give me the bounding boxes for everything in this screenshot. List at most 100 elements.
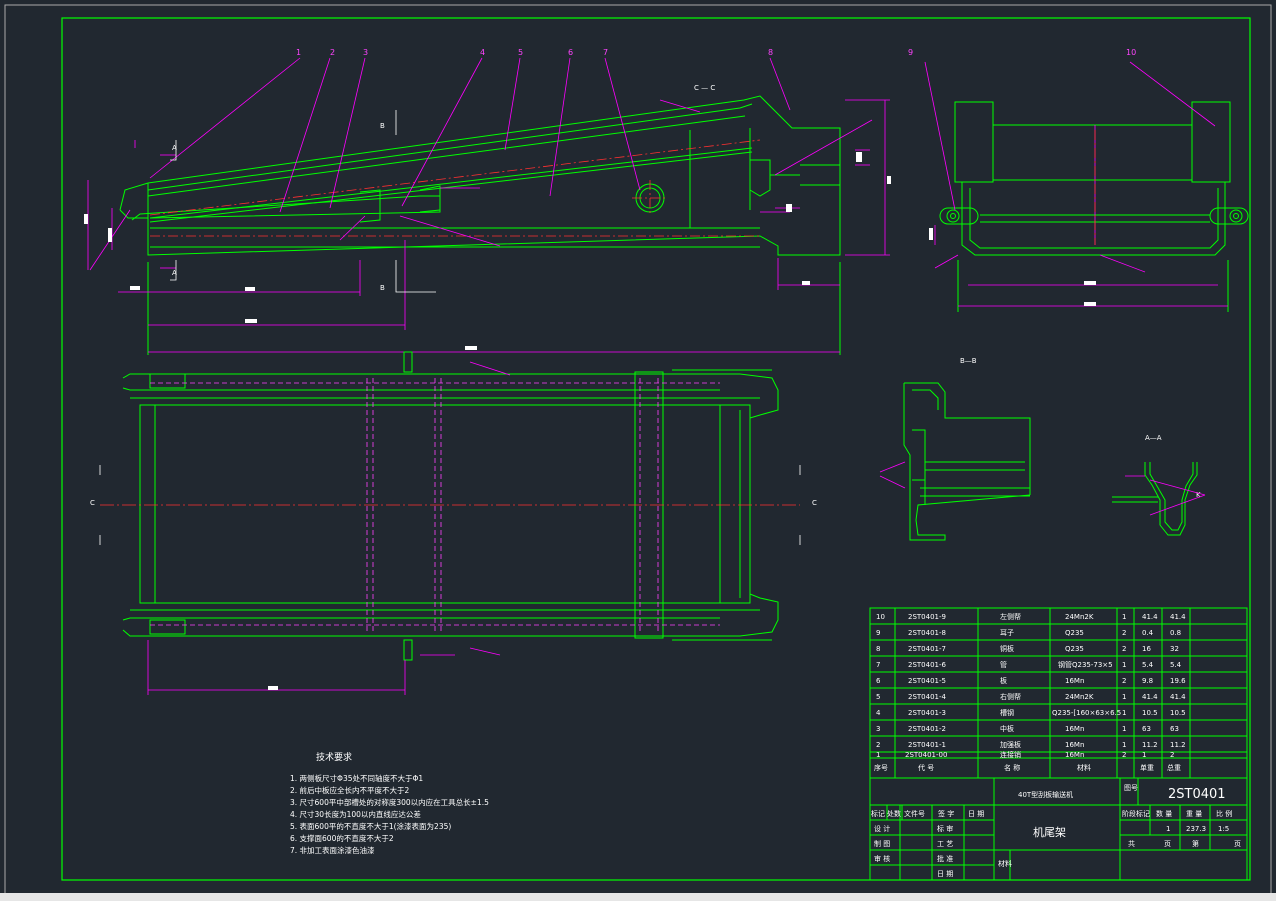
table-row: 1 2ST0401-00 连接销 16Mn 2 1 2 xyxy=(876,750,1174,759)
cell-unit: 10.5 xyxy=(1142,709,1158,717)
sheet-label: 页 xyxy=(1164,840,1171,848)
cell-code: 2ST0401-8 xyxy=(908,629,946,637)
section-bb xyxy=(903,382,1031,541)
tech-req-line-5: 5. 表面600平的不直度不大于1(涂漆表面为235) xyxy=(290,821,451,831)
hdr-material: 材料 xyxy=(1077,763,1091,772)
scale-value: 1:5 xyxy=(1218,825,1229,833)
drawing-no: 2ST0401 xyxy=(1168,787,1226,802)
drawing-frame xyxy=(61,17,1251,881)
section-bb-dims xyxy=(879,461,906,489)
cell-material: 钢管Q235-73×5 xyxy=(1058,660,1113,669)
side-view-centerlines xyxy=(149,139,761,237)
sheet-outer-border xyxy=(4,4,1272,896)
cell-name: 右侧帮 xyxy=(1000,692,1021,701)
cell-material: 16Mn xyxy=(1065,741,1084,749)
view-mark-c-right: C xyxy=(812,499,817,507)
tech-req-line-4: 4. 尺寸30长度为100以内直线应达公差 xyxy=(290,809,421,819)
cell-qty: 2 xyxy=(1122,645,1126,653)
title-block: 40T型刮板输送机 图号 2ST0401 机尾架 阶段标记 数 量 重 量 比 … xyxy=(871,784,1241,878)
cell-material: Q235 xyxy=(1065,645,1084,653)
cell-name: 槽钢 xyxy=(1000,708,1014,717)
view-mark-b-bottom: B xyxy=(380,284,385,292)
tech-req-line-3: 3. 尺寸600平中部槽处的对称度300以内应在工具总长±1.5 xyxy=(290,797,489,807)
role-draw: 制 图 xyxy=(874,839,890,848)
hdr-code: 代 号 xyxy=(918,763,934,772)
plan-dim-label xyxy=(268,686,278,690)
plan-view xyxy=(122,351,779,661)
role-process: 工 艺 xyxy=(937,840,953,848)
cell-code: 2ST0401-7 xyxy=(908,645,946,653)
cell-unit: 1 xyxy=(1142,751,1146,759)
callout-1: 1 xyxy=(296,48,301,57)
cell-no: 4 xyxy=(876,709,881,717)
side-view-dimensions xyxy=(87,57,890,353)
parts-table-header: 序号 代 号 名 称 材料 单重 总重 xyxy=(874,763,1181,772)
callout-8: 8 xyxy=(768,48,773,57)
section-label-aa: A—A xyxy=(1145,434,1162,442)
role-approve: 批 准 xyxy=(937,854,953,863)
role-check: 审 核 xyxy=(874,854,890,863)
cell-total: 0.8 xyxy=(1170,629,1181,637)
dim-labels-side xyxy=(84,152,891,350)
callout-3: 3 xyxy=(363,48,368,57)
qty-value: 1 xyxy=(1166,825,1170,833)
table-row: 6 2ST0401-5 板 16Mn 2 9.8 19.6 xyxy=(876,676,1186,685)
cell-no: 9 xyxy=(876,629,880,637)
rev-col-mark: 标记 xyxy=(871,809,885,818)
end-view-dims xyxy=(924,61,1228,307)
cell-unit: 41.4 xyxy=(1142,613,1158,621)
cell-qty: 2 xyxy=(1122,677,1126,685)
cell-total: 5.4 xyxy=(1170,661,1182,669)
cell-qty: 1 xyxy=(1122,613,1126,621)
cell-total: 63 xyxy=(1170,725,1179,733)
cell-total: 41.4 xyxy=(1170,693,1186,701)
weld-mark-k: K xyxy=(1196,491,1201,499)
cell-name: 连接销 xyxy=(1000,750,1021,759)
table-row: 5 2ST0401-4 右侧帮 24Mn2K 1 41.4 41.4 xyxy=(876,692,1186,701)
rev-col-sign: 签 字 xyxy=(938,809,954,818)
tech-req-line-1: 1. 两侧板尺寸Φ35处不同轴度不大于Φ1 xyxy=(290,773,423,783)
cell-material: 24Mn2K xyxy=(1065,693,1094,701)
tech-req-line-2: 2. 前后中板应全长内不平度不大于2 xyxy=(290,785,410,795)
cell-unit: 5.4 xyxy=(1142,661,1154,669)
cell-qty: 1 xyxy=(1122,693,1126,701)
hdr-unit: 单重 xyxy=(1140,763,1154,772)
cell-name: 板 xyxy=(1000,676,1007,685)
cell-total: 10.5 xyxy=(1170,709,1186,717)
plan-view-hidden xyxy=(150,378,720,632)
callout-labels: 1 2 3 4 5 6 7 8 9 10 C — C B—B A—A B B A… xyxy=(90,48,1201,507)
cell-code: 2ST0401-2 xyxy=(908,725,946,733)
cell-no: 1 xyxy=(876,751,880,759)
role-design: 设 计 xyxy=(874,824,890,833)
section-label-bb: B—B xyxy=(960,357,977,365)
cell-qty: 1 xyxy=(1122,661,1126,669)
cell-qty: 2 xyxy=(1122,629,1126,637)
end-view-dim-labels xyxy=(929,228,1096,306)
table-row: 10 2ST0401-9 左侧帮 24Mn2K 1 41.4 41.4 xyxy=(876,612,1186,621)
cell-qty: 1 xyxy=(1122,725,1126,733)
cell-material: 24Mn2K xyxy=(1065,613,1094,621)
stage-mark-label: 阶段标记 xyxy=(1122,809,1150,818)
view-mark-b-top: B xyxy=(380,122,385,130)
cell-no: 2 xyxy=(876,741,880,749)
cell-name: 加强板 xyxy=(1000,740,1021,749)
parts-table-rows: 10 2ST0401-9 左侧帮 24Mn2K 1 41.4 41.4 9 2S… xyxy=(876,612,1186,759)
cell-no: 10 xyxy=(876,613,885,621)
cell-code: 2ST0401-1 xyxy=(908,741,946,749)
hdr-name: 名 称 xyxy=(1004,763,1020,772)
cell-total: 32 xyxy=(1170,645,1179,653)
plan-view-marks xyxy=(99,465,801,545)
cell-unit: 9.8 xyxy=(1142,677,1153,685)
cell-no: 7 xyxy=(876,661,880,669)
cell-unit: 0.4 xyxy=(1142,629,1154,637)
callout-10: 10 xyxy=(1126,48,1136,57)
callout-6: 6 xyxy=(568,48,573,57)
section-aa xyxy=(1112,462,1198,536)
sheet-bottom-strip xyxy=(0,893,1276,901)
callout-2: 2 xyxy=(330,48,335,57)
section-aa-dims xyxy=(1125,475,1206,516)
hdr-total: 总重 xyxy=(1167,763,1181,772)
part-name: 机尾架 xyxy=(1033,825,1066,839)
cell-code: 2ST0401-4 xyxy=(908,693,947,701)
cell-qty: 1 xyxy=(1122,741,1126,749)
